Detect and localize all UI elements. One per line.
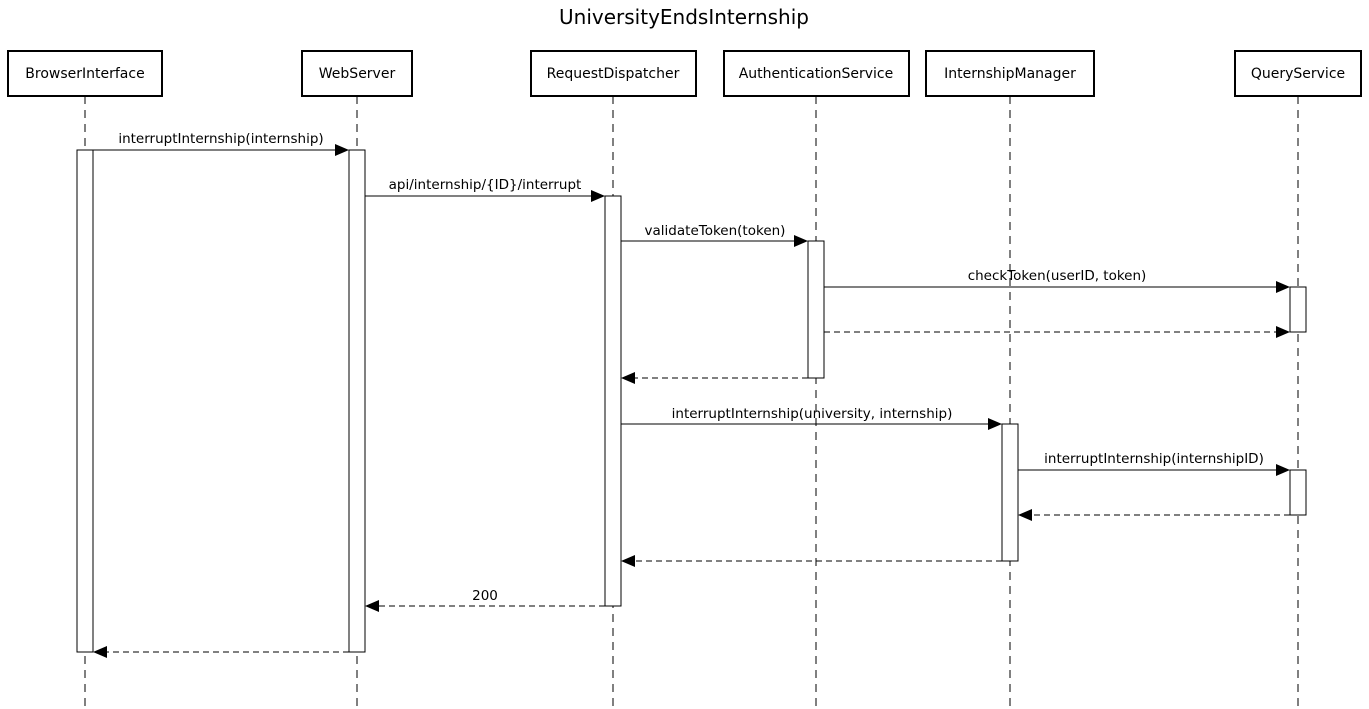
participant-box xyxy=(1234,50,1362,97)
arrowhead xyxy=(591,190,605,202)
activation-bar-query-service-1 xyxy=(1289,286,1307,333)
message-label: api/internship/{ID}/interrupt xyxy=(389,177,582,193)
message-return-query xyxy=(1018,509,1290,521)
message-label: interruptInternship(internshipID) xyxy=(1044,451,1264,467)
activation-bar-web-server xyxy=(348,149,366,653)
participant-label: RequestDispatcher xyxy=(547,66,680,82)
arrowhead xyxy=(794,235,808,247)
message-return-validate-token xyxy=(621,372,808,384)
activation-bar-internship-manager xyxy=(1001,423,1019,562)
arrowhead xyxy=(621,372,635,384)
arrowhead xyxy=(93,646,107,658)
activations xyxy=(76,149,1307,653)
arrowhead xyxy=(1276,281,1290,293)
participant-label: WebServer xyxy=(319,66,396,82)
message-return-browser xyxy=(93,646,349,658)
arrowhead xyxy=(1018,509,1032,521)
message-label: interruptInternship(internship) xyxy=(118,131,323,147)
message-interrupt-internship-id: interruptInternship(internshipID) xyxy=(1018,451,1290,476)
participant-authentication-service: AuthenticationService xyxy=(723,50,910,97)
message-interrupt-internship: interruptInternship(internship) xyxy=(93,131,349,156)
participant-browser-interface: BrowserInterface xyxy=(7,50,163,97)
participant-label: InternshipManager xyxy=(944,66,1076,82)
arrowhead xyxy=(988,418,1002,430)
participant-box xyxy=(301,50,413,97)
diagram-title: UniversityEndsInternship xyxy=(559,5,809,29)
participant-box xyxy=(925,50,1095,97)
message-label: checkToken(userID, token) xyxy=(968,268,1147,284)
message-return-200: 200 xyxy=(365,588,605,612)
activation-bar-query-service-2 xyxy=(1289,469,1307,516)
participant-box xyxy=(723,50,910,97)
arrowhead xyxy=(365,600,379,612)
activation-bar-authentication-service xyxy=(807,240,825,379)
message-validate-token: validateToken(token) xyxy=(621,223,808,247)
message-check-token: checkToken(userID, token) xyxy=(824,268,1290,293)
message-return-check-token xyxy=(824,326,1290,338)
activation-bar-request-dispatcher xyxy=(604,195,622,607)
lifelines xyxy=(84,96,1299,709)
participant-request-dispatcher: RequestDispatcher xyxy=(530,50,697,97)
message-label: interruptInternship(university, internsh… xyxy=(672,406,953,422)
participant-internship-manager: InternshipManager xyxy=(925,50,1095,97)
arrowhead xyxy=(1276,326,1290,338)
message-interrupt-internship-university: interruptInternship(university, internsh… xyxy=(621,406,1002,430)
participant-box xyxy=(530,50,697,97)
message-label: 200 xyxy=(472,588,498,604)
message-api-interrupt: api/internship/{ID}/interrupt xyxy=(365,177,605,202)
message-label: validateToken(token) xyxy=(645,223,786,239)
participant-label: BrowserInterface xyxy=(25,66,144,82)
participant-query-service: QueryService xyxy=(1234,50,1362,97)
participant-web-server: WebServer xyxy=(301,50,413,97)
participant-label: AuthenticationService xyxy=(739,66,894,82)
participant-label: QueryService xyxy=(1251,66,1345,82)
arrowhead xyxy=(335,144,349,156)
participant-box xyxy=(7,50,163,97)
arrowhead xyxy=(621,555,635,567)
arrowhead xyxy=(1276,464,1290,476)
message-return-internship-manager xyxy=(621,555,1002,567)
activation-bar-browser-interface xyxy=(76,149,94,653)
